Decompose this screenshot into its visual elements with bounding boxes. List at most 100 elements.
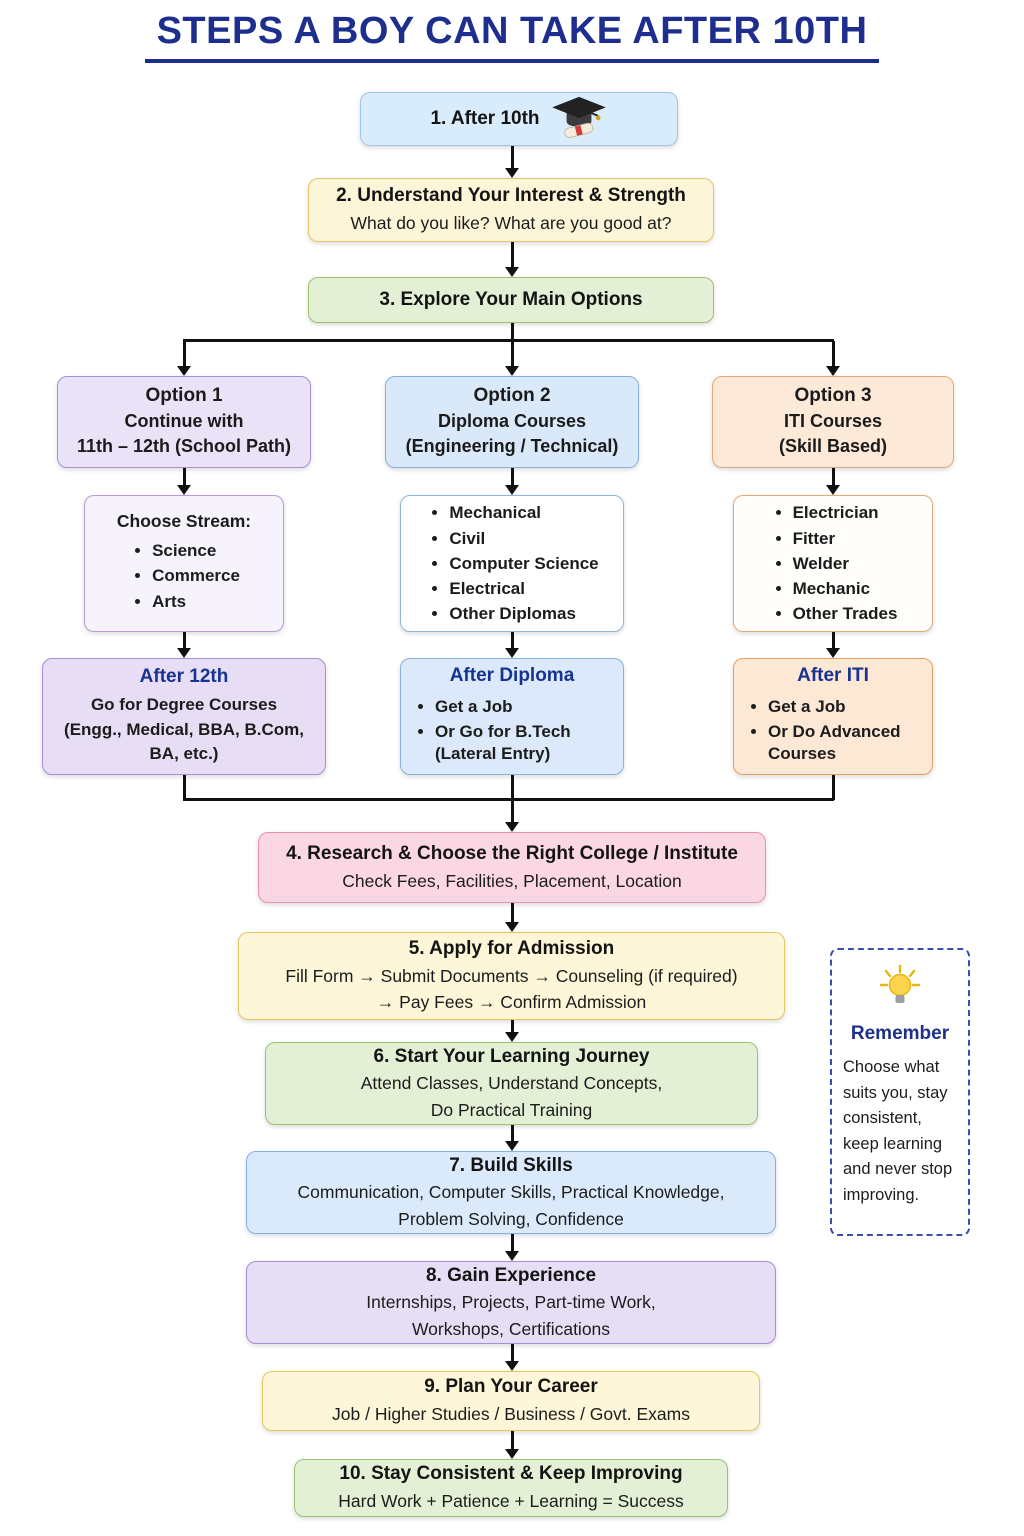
flow-arrow-head (505, 267, 519, 277)
after-12th-line: Go for Degree Courses (90, 695, 278, 715)
flow-arrow-shaft (511, 775, 514, 822)
option2-line2: (Engineering / Technical) (405, 436, 619, 456)
after-diploma-box: After Diploma Get a Job Or Go for B.Tech… (400, 658, 624, 775)
flow-arrow-shaft (832, 468, 835, 485)
diploma-list: Mechanical Civil Computer Science Electr… (425, 498, 598, 628)
step5-title: 5. Apply for Admission (408, 938, 615, 960)
flow-arrow-head (505, 168, 519, 178)
iti-list-box: Electrician Fitter Welder Mechanic Other… (733, 495, 933, 632)
step2-title: 2. Understand Your Interest & Strength (336, 185, 686, 207)
step3-title: 3. Explore Your Main Options (379, 288, 643, 310)
flow-arrow-shaft (511, 1125, 514, 1141)
list-item: Arts (152, 591, 240, 612)
merge-connector (832, 775, 835, 800)
step3-box: 3. Explore Your Main Options (308, 277, 714, 323)
remember-text: Choose what suits you, stay consistent, … (843, 1058, 953, 1204)
list-item: Welder (793, 553, 898, 574)
stream-list: Science Commerce Arts (128, 536, 240, 616)
after-iti-title: After ITI (797, 665, 869, 687)
step9-box: 9. Plan Your Career Job / Higher Studies… (262, 1371, 760, 1431)
flow-arrow-head (505, 1032, 519, 1042)
list-item: Commerce (152, 565, 240, 586)
list-item: Computer Science (449, 553, 598, 574)
step4-title: 4. Research & Choose the Right College /… (286, 842, 738, 864)
option2-line1: Diploma Courses (437, 410, 587, 431)
flow-arrow-head (177, 648, 191, 658)
option1-line2: 11th – 12th (School Path) (76, 436, 292, 456)
option3-line2: (Skill Based) (778, 436, 888, 456)
iti-list: Electrician Fitter Welder Mechanic Other… (769, 498, 898, 628)
step10-box: 10. Stay Consistent & Keep Improving Har… (294, 1459, 728, 1517)
graduation-cap-icon (550, 95, 608, 144)
step7-line2: Problem Solving, Confidence (398, 1208, 624, 1229)
list-item: Mechanical (449, 502, 598, 523)
list-item: Other Diplomas (449, 603, 598, 624)
step8-title: 8. Gain Experience (425, 1264, 597, 1286)
option3-line1: ITI Courses (783, 410, 883, 431)
step7-title: 7. Build Skills (449, 1154, 573, 1176)
option2-title: Option 2 (473, 384, 551, 406)
branch-connector (183, 341, 186, 366)
stream-list-title: Choose Stream: (116, 511, 252, 532)
after-diploma-list: Get a Job Or Go for B.Tech (Lateral Entr… (411, 692, 613, 768)
list-item: Fitter (793, 528, 898, 549)
merge-connector (183, 775, 186, 800)
flow-arrow-head (177, 485, 191, 495)
step8-line2: Workshops, Certifications (411, 1318, 611, 1339)
list-item: Mechanic (793, 578, 898, 599)
step10-subtitle: Hard Work + Patience + Learning = Succes… (338, 1491, 684, 1512)
step5-line2: → Pay Fees → Confirm Admission (376, 992, 647, 1013)
merge-connector (183, 798, 834, 801)
flow-arrow-head (177, 366, 191, 376)
step9-subtitle: Job / Higher Studies / Business / Govt. … (332, 1404, 690, 1425)
page-title: STEPS A BOY CAN TAKE AFTER 10TH (0, 10, 1024, 63)
option3-box: Option 3 ITI Courses (Skill Based) (712, 376, 954, 468)
list-item: Other Trades (793, 603, 898, 624)
flow-arrow-shaft (511, 632, 514, 648)
option1-line1: Continue with (124, 410, 244, 431)
step10-title: 10. Stay Consistent & Keep Improving (339, 1463, 683, 1485)
flow-arrow-shaft (511, 1431, 514, 1449)
option3-title: Option 3 (794, 384, 872, 406)
after-iti-box: After ITI Get a Job Or Do Advanced Cours… (733, 658, 933, 775)
step9-title: 9. Plan Your Career (424, 1376, 598, 1398)
step7-box: 7. Build Skills Communication, Computer … (246, 1151, 776, 1234)
step6-title: 6. Start Your Learning Journey (373, 1045, 650, 1067)
branch-connector (832, 341, 835, 366)
flow-arrow-head (505, 485, 519, 495)
step5-box: 5. Apply for Admission Fill Form → Submi… (238, 932, 785, 1020)
after-iti-list: Get a Job Or Do Advanced Courses (744, 692, 922, 768)
flow-arrow-shaft (183, 632, 186, 648)
step8-line1: Internships, Projects, Part-time Work, (366, 1292, 656, 1313)
flow-arrow-head (505, 1361, 519, 1371)
list-item: Get a Job (768, 696, 922, 717)
step2-subtitle: What do you like? What are you good at? (350, 213, 672, 234)
remember-title: Remember (850, 1023, 950, 1044)
option1-title: Option 1 (145, 384, 223, 406)
flow-arrow-head (505, 648, 519, 658)
flow-arrow-shaft (183, 468, 186, 485)
flow-arrow-shaft (511, 903, 514, 922)
list-item: Get a Job (435, 696, 613, 717)
flow-arrow-shaft (511, 1020, 514, 1032)
after-12th-title: After 12th (139, 666, 229, 688)
flow-arrow-head (826, 366, 840, 376)
branch-connector (183, 339, 834, 342)
option1-box: Option 1 Continue with 11th – 12th (Scho… (57, 376, 311, 468)
list-item: Or Do Advanced Courses (768, 721, 922, 764)
step1-label: 1. After 10th (430, 107, 540, 129)
flow-arrow-shaft (511, 242, 514, 267)
list-item: Electrician (793, 502, 898, 523)
step6-line1: Attend Classes, Understand Concepts, (360, 1073, 663, 1094)
flow-arrow-head (826, 648, 840, 658)
list-item: Electrical (449, 578, 598, 599)
flow-arrow-shaft (511, 146, 514, 168)
after-12th-line: (Engg., Medical, BBA, B.Com, (64, 719, 304, 739)
remember-box: Remember Choose what suits you, stay con… (830, 948, 970, 1236)
diploma-list-box: Mechanical Civil Computer Science Electr… (400, 495, 624, 632)
flow-arrow-shaft (511, 1234, 514, 1251)
flow-arrow-head (826, 485, 840, 495)
list-item: Science (152, 540, 240, 561)
flow-arrow-head (505, 1141, 519, 1151)
flow-arrow-shaft (511, 468, 514, 485)
